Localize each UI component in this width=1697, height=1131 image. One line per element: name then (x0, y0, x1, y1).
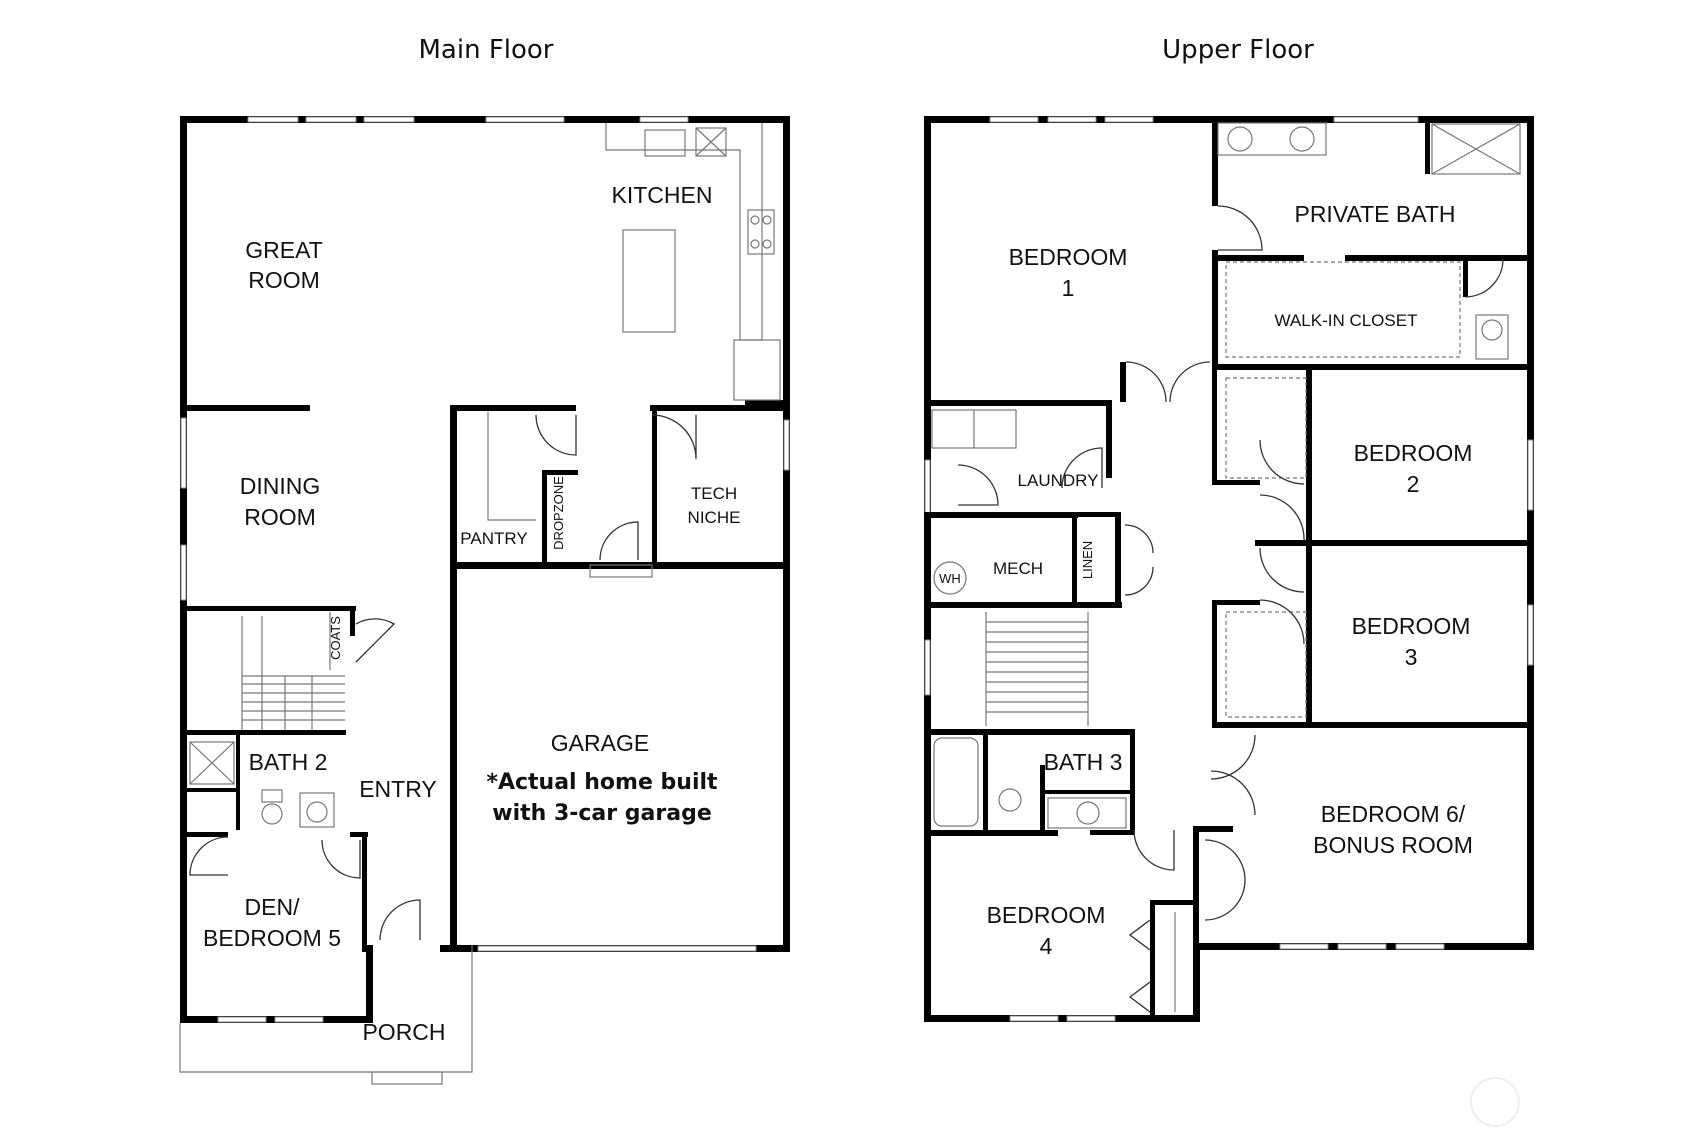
walk-in-closet-label: WALK-IN CLOSET (1275, 311, 1418, 330)
upper-floor-plan (924, 116, 1534, 1022)
bedroom2-label-2: 2 (1407, 471, 1420, 497)
kitchen-label: KITCHEN (612, 182, 713, 208)
porch-label: PORCH (362, 1019, 445, 1045)
bedroom1-label-2: 1 (1062, 275, 1075, 301)
den-label-2: BEDROOM 5 (203, 925, 341, 951)
den-label-1: DEN/ (245, 894, 301, 920)
dropzone-label: DROPZONE (551, 476, 566, 550)
watermark-icon (1470, 1077, 1520, 1127)
garage-note-1: *Actual home built (486, 770, 718, 795)
tech-niche-label-2: NICHE (688, 508, 741, 527)
laundry-label: LAUNDRY (1018, 471, 1099, 490)
pantry-label: PANTRY (460, 529, 527, 548)
dining-room-label-1: DINING (240, 473, 321, 499)
garage-note-2: with 3-car garage (492, 801, 712, 826)
private-bath-label: PRIVATE BATH (1294, 201, 1455, 227)
bath2-label: BATH 2 (249, 749, 328, 775)
mech-label: MECH (993, 559, 1043, 578)
great-room-label-1: GREAT (245, 237, 323, 263)
bedroom3-label-1: BEDROOM (1352, 613, 1471, 639)
dining-room-label-2: ROOM (244, 504, 316, 530)
bedroom3-label-2: 3 (1405, 644, 1418, 670)
bath3-label: BATH 3 (1044, 749, 1123, 775)
tech-niche-label-1: TECH (691, 484, 737, 503)
great-room-label-2: ROOM (248, 267, 320, 293)
bedroom6-label-2: BONUS ROOM (1313, 832, 1473, 858)
bedroom4-label-1: BEDROOM (987, 902, 1106, 928)
main-floor-plan (179, 116, 790, 1085)
upper-floor-title: Upper Floor (1162, 35, 1314, 65)
main-floor-title: Main Floor (418, 35, 553, 65)
bedroom1-label-1: BEDROOM (1009, 244, 1128, 270)
entry-label: ENTRY (359, 776, 437, 802)
garage-label: GARAGE (551, 730, 649, 756)
wh-label: WH (939, 571, 961, 586)
bedroom4-label-2: 4 (1040, 933, 1053, 959)
bedroom6-label-1: BEDROOM 6/ (1321, 801, 1466, 827)
bedroom2-label-1: BEDROOM (1354, 440, 1473, 466)
linen-label: LINEN (1080, 541, 1095, 579)
coats-label: COATS (328, 616, 343, 660)
